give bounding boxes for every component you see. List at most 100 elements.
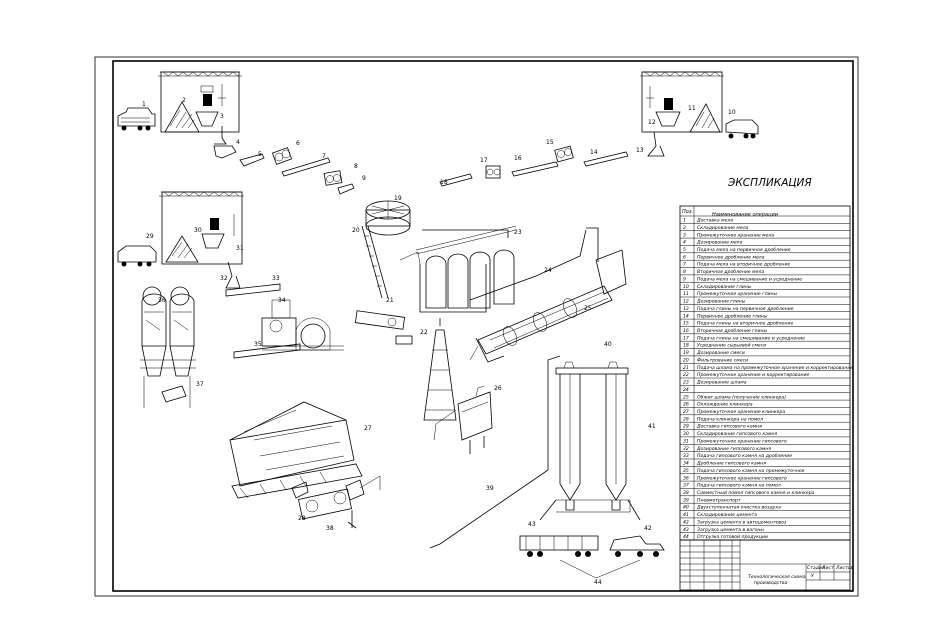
chalk-feeder	[213, 145, 237, 159]
pos-33: 33	[272, 275, 280, 282]
table-row-operation: Обжиг шлама (получение клинкера)	[697, 394, 786, 400]
table-row-operation: Дозирование глины	[696, 299, 746, 305]
chimney	[423, 318, 457, 421]
table-row-operation: Подача мела на смешивание и усреднение	[697, 276, 802, 282]
table-row-number: 6	[683, 254, 686, 260]
table-row-number: 33	[683, 453, 689, 459]
pos-24: 24	[544, 267, 552, 274]
table-row-operation: Пневмотранспорт	[697, 497, 741, 503]
pos-40: 40	[604, 341, 612, 348]
table-row-operation: Подача гипсового камня на помол	[697, 483, 781, 489]
table-row-operation: Доставка мела	[696, 218, 733, 224]
gypsum-conveyor-36	[233, 343, 301, 359]
position-numbers: 1 2 3 4 5 6 7 8 9 10 11 12 13 14 15 16 1…	[142, 97, 736, 586]
pos-4: 4	[236, 139, 240, 146]
table-row-operation: Фильтрование смеси	[697, 357, 748, 363]
pos-6: 6	[296, 140, 300, 147]
table-row-operation: Первичное дробление мела	[697, 254, 765, 260]
table-row-number: 25	[683, 394, 689, 400]
clay-conveyor-16	[511, 161, 559, 177]
table-row-operation: Промежуточное хранение гипсового	[697, 438, 787, 444]
table-row-number: 41	[683, 512, 689, 518]
pos-39: 39	[486, 485, 494, 492]
clay-truck	[725, 119, 759, 139]
table-row-number: 7	[683, 262, 686, 268]
clay-crusher-15	[554, 145, 574, 163]
table-row-operation: Первичное дробление глины	[697, 313, 768, 319]
cement-wagon	[519, 535, 599, 557]
table-row-number: 19	[683, 350, 689, 356]
pos-34: 34	[278, 297, 286, 304]
rotary-kiln-25	[469, 227, 627, 363]
pos-38: 38	[326, 525, 334, 532]
chalk-conveyor-9	[337, 183, 355, 195]
pos-29: 29	[146, 233, 154, 240]
pos-32: 32	[220, 275, 228, 282]
pos-37: 37	[196, 381, 204, 388]
pos-20: 20	[352, 227, 360, 234]
clinker-cooler-26	[433, 385, 493, 454]
table-row-operation: Подача гипсового камня на промежуточное	[697, 468, 805, 474]
table-row-number: 17	[683, 335, 689, 341]
table-row-operation: Подача шлама на промежуточное хранение и…	[697, 365, 853, 371]
table-row-number: 29	[683, 424, 689, 430]
table-row-operation: Дозирование шлама	[696, 380, 747, 386]
gypsum-warehouse	[159, 191, 244, 289]
clay-crusher-17	[485, 165, 501, 179]
table-row-number: 24	[683, 387, 689, 393]
gypsum-silos	[140, 286, 196, 408]
table-row-operation: Охлаждение клинкера	[697, 402, 753, 408]
table-row-operation: Дозирование смеси	[696, 350, 745, 356]
pos-8: 8	[354, 163, 358, 170]
pos-2: 2	[182, 97, 186, 104]
table-row-number: 4	[683, 240, 686, 246]
table-row-operation: Складирование глины	[697, 284, 752, 290]
pos-41: 41	[648, 423, 656, 430]
chalk-truck	[117, 107, 156, 131]
pos-12: 12	[648, 119, 656, 126]
pos-3: 3	[220, 113, 224, 120]
table-row-number: 26	[683, 402, 689, 408]
cement-mill-38	[291, 475, 381, 529]
pos-1: 1	[142, 101, 146, 108]
table-row-number: 30	[683, 431, 689, 437]
table-row-number: 23	[683, 380, 689, 386]
chalk-crusher-8	[323, 170, 343, 186]
table-row-number: 14	[683, 313, 689, 319]
title-block: Технологическая схема производства Стади…	[679, 539, 853, 591]
pos-5: 5	[258, 151, 262, 158]
pos-10: 10	[728, 109, 736, 116]
pos-9: 9	[362, 175, 366, 182]
slurry-tanks-23	[399, 225, 517, 313]
slurry-mill-21	[354, 310, 413, 345]
table-row-number: 39	[683, 497, 689, 503]
clay-conveyor-18	[439, 173, 473, 187]
clinker-storage-27	[229, 401, 363, 499]
table-row-operation: Подача глины на вторичное дробление	[697, 321, 793, 327]
pos-21: 21	[386, 297, 394, 304]
table-row-operation: Отгрузка готовой продукции	[697, 534, 768, 540]
slurry-basin	[365, 200, 411, 236]
stamp-title-1: Технологическая схема	[748, 574, 806, 580]
gypsum-conveyor-33	[225, 283, 281, 297]
table-row-operation: Подача гипсового камня на дробление	[697, 453, 792, 459]
pos-27: 27	[364, 425, 372, 432]
pneumatic-line-39	[429, 355, 561, 549]
inner-frame	[112, 60, 854, 592]
stamp-title-2: производства	[754, 581, 788, 586]
pos-36: 36	[158, 297, 166, 304]
pos-28: 28	[298, 515, 306, 522]
table-header-name: Наименование операции	[712, 212, 779, 218]
table-row-number: 37	[683, 483, 689, 489]
explication-title: ЭКСПЛИКАЦИЯ	[727, 177, 812, 189]
table-row-number: 16	[683, 328, 689, 334]
stamp-stage-value: У	[811, 573, 815, 579]
pos-26: 26	[494, 385, 502, 392]
table-row-operation: Складирование мела	[697, 225, 749, 231]
table-row-operation: Промежуточное хранение клинкера	[697, 409, 785, 415]
chalk-conveyor-7	[281, 157, 331, 177]
table-row-operation: Промежуточное хранение гипсового	[697, 475, 787, 481]
table-row-operation: Подача глины на первичное дробление	[697, 306, 794, 312]
table-row-number: 21	[683, 365, 689, 371]
pos-7: 7	[322, 153, 326, 160]
